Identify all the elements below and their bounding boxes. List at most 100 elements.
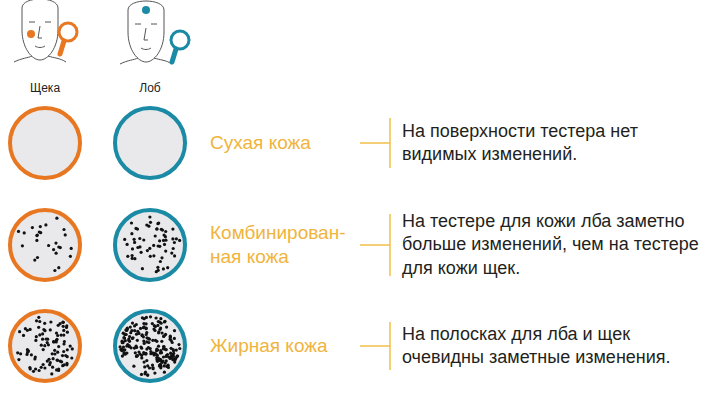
oil-dot	[59, 246, 62, 249]
skin-type: Сухая кожа	[210, 131, 360, 155]
oil-dot	[153, 329, 156, 332]
oil-dot	[18, 330, 21, 333]
oil-dot	[152, 254, 155, 257]
oil-dot	[162, 355, 165, 358]
tester-circle	[115, 108, 185, 178]
tester-circle	[10, 210, 80, 280]
oil-dot	[33, 357, 36, 360]
oil-dot	[17, 230, 20, 233]
oil-dot	[145, 223, 148, 226]
tester-results	[10, 108, 185, 381]
oil-dot	[158, 245, 161, 248]
oil-dot	[159, 317, 162, 320]
test-spot	[142, 6, 150, 14]
oil-dot	[22, 334, 25, 337]
oil-dot	[17, 358, 20, 361]
oil-dot	[154, 339, 157, 342]
oil-dot	[151, 366, 154, 369]
tester-handle	[172, 49, 176, 62]
oil-dot	[70, 247, 73, 250]
oil-dot	[70, 356, 73, 359]
tester-circle	[10, 311, 80, 381]
oil-dot	[124, 333, 127, 336]
oil-dot	[161, 331, 164, 334]
oil-dot	[165, 354, 168, 357]
oil-dot	[131, 247, 134, 250]
oil-dot	[123, 348, 126, 351]
oil-dot	[167, 366, 170, 369]
oil-dot	[136, 339, 139, 342]
oil-dot	[145, 331, 148, 334]
oil-dot	[153, 372, 156, 375]
oil-dot	[57, 369, 60, 372]
oil-dot	[157, 357, 160, 360]
oil-dot	[133, 324, 136, 327]
oil-dot	[147, 346, 150, 349]
oil-dot	[64, 354, 67, 357]
oil-dot	[33, 259, 36, 262]
oil-dot	[35, 239, 38, 242]
oil-dot	[175, 349, 178, 352]
oil-dot	[44, 223, 47, 226]
oil-dot	[131, 337, 134, 340]
oil-dot	[160, 256, 163, 259]
oil-dot	[173, 254, 176, 257]
tester-circle	[115, 311, 185, 381]
oil-dot	[49, 320, 52, 323]
oil-dot	[176, 354, 179, 357]
oil-dot	[171, 357, 174, 360]
oil-dot	[157, 320, 160, 323]
oil-dot	[51, 352, 54, 355]
oil-dot	[64, 233, 67, 236]
oil-dot	[40, 366, 43, 369]
oil-dot	[135, 345, 138, 348]
oil-dot	[131, 257, 134, 260]
oil-dot	[138, 237, 141, 240]
oil-dot	[164, 250, 167, 253]
oil-dot	[46, 341, 49, 344]
oil-dot	[163, 371, 166, 374]
oil-dot	[16, 351, 19, 354]
oil-dot	[149, 350, 152, 353]
oil-dot	[123, 238, 126, 241]
oil-dot	[69, 345, 72, 348]
oil-dot	[123, 351, 126, 354]
oil-dot	[165, 326, 168, 329]
oil-dot	[146, 374, 149, 377]
oil-dot	[151, 322, 154, 325]
oil-dot	[59, 360, 62, 363]
oil-dot	[169, 352, 172, 355]
oil-dot	[177, 343, 180, 346]
oil-dot	[171, 228, 174, 231]
oil-dot	[131, 336, 134, 339]
oil-dot	[51, 366, 54, 369]
oil-dot	[142, 351, 145, 354]
oil-dot	[155, 316, 158, 319]
tester-handle	[60, 41, 64, 54]
oil-dot	[50, 372, 53, 375]
oil-dot	[164, 235, 167, 238]
oil-dot	[37, 316, 40, 319]
oil-dot	[41, 338, 44, 341]
oil-dot	[57, 345, 60, 348]
oil-dot	[148, 215, 151, 218]
oil-dot	[158, 239, 161, 242]
oil-dot	[154, 325, 157, 328]
bracket	[360, 118, 390, 370]
oil-dot	[145, 359, 148, 362]
oil-dot	[171, 341, 174, 344]
oil-dot	[36, 256, 39, 259]
oil-dot	[39, 225, 42, 228]
oil-dot	[52, 340, 55, 343]
description: На полосках для лба и щек очевидны замет…	[402, 323, 714, 370]
oil-dot	[65, 363, 68, 366]
oil-dot	[159, 360, 162, 363]
oil-dot	[165, 355, 168, 358]
oil-dot	[47, 244, 50, 247]
oil-dot	[146, 364, 149, 367]
oil-dot	[135, 355, 138, 358]
tester-circle	[115, 210, 185, 280]
oil-dot	[35, 234, 38, 237]
oil-dot	[137, 332, 140, 335]
oil-dot	[142, 238, 145, 241]
